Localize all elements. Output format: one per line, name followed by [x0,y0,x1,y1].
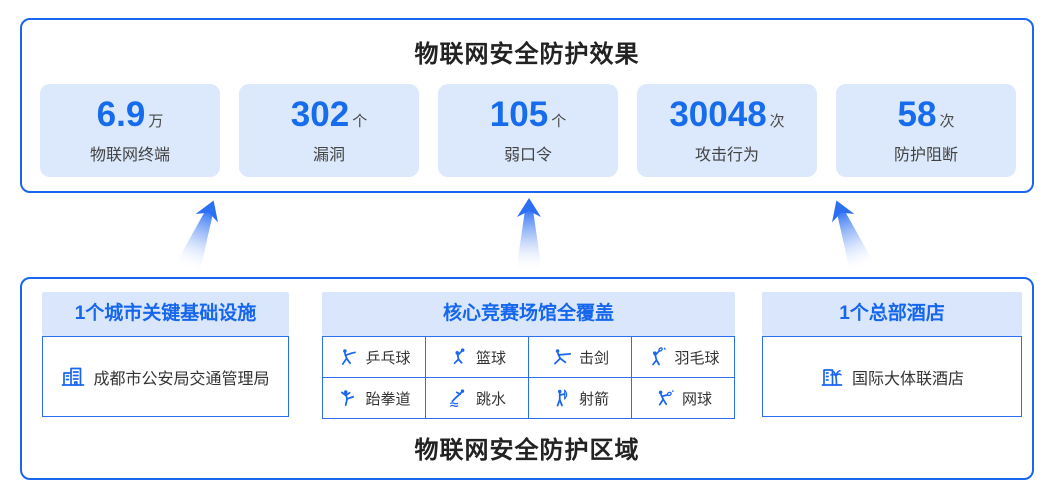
infrastructure-card: 1个城市关键基础设施 成都市公安局交通管理局 [42,292,289,417]
stat-card-blocks: 58 次 防护阻断 [836,84,1016,177]
hotel-card-body: 国际大体联酒店 [762,336,1022,417]
stat-value: 105 [489,94,549,134]
venue-cell-badminton: 羽毛球 [632,337,735,378]
table-tennis-icon [342,348,357,365]
venue-cell-taekwondo: 跆拳道 [323,378,426,419]
hotel-icon [821,368,843,386]
tennis-icon [658,389,674,405]
stats-row: 6.9 万 物联网终端 302 个 漏洞 105 个 弱口令 [40,84,1016,177]
up-arrow-middle-icon [516,198,542,272]
venue-label: 羽毛球 [674,349,720,367]
stat-value-row: 58 次 [898,97,955,132]
venues-card-header: 核心竞赛场馆全覆盖 [322,292,735,336]
stat-label: 防护阻断 [893,146,958,164]
stat-value-row: 6.9 万 [97,97,164,132]
stat-value-row: 302 个 [291,97,367,132]
hotel-card: 1个总部酒店 国际大体联酒店 [762,292,1022,417]
stat-label: 弱口令 [503,146,552,164]
hotel-site-label: 国际大体联酒店 [851,370,964,388]
fencing-icon [554,348,572,364]
up-arrow-left-icon [174,200,219,275]
stat-label: 攻击行为 [694,146,759,164]
stat-value-row: 30048 次 [669,97,784,132]
zone-panel-title: 物联网安全防护区域 [414,437,640,464]
basketball-icon [453,347,465,364]
effect-panel-title: 物联网安全防护效果 [414,41,640,68]
venue-cell-table-tennis: 乒乓球 [323,337,426,378]
venue-label: 篮球 [475,349,506,367]
protection-zone-panel: 1个城市关键基础设施 成都市公安局交通管理局 核心竞赛场馆全覆盖 [20,277,1034,480]
venue-label: 乒乓球 [365,349,411,367]
stat-value: 302 [290,94,350,134]
hotel-card-header: 1个总部酒店 [762,292,1022,336]
government-building-icon [62,367,85,386]
diving-icon [449,388,465,407]
badminton-icon [652,346,667,365]
venue-label: 跳水 [475,390,506,408]
venue-label: 跆拳道 [365,390,411,408]
venues-card: 核心竞赛场馆全覆盖 乒乓球 [322,292,735,419]
infrastructure-card-body: 成都市公安局交通管理局 [42,336,289,417]
stat-card-iot-terminals: 6.9 万 物联网终端 [40,84,220,177]
stat-card-weak-passwords: 105 个 弱口令 [438,84,618,177]
stat-unit: 万 [148,112,164,130]
venue-label: 网球 [681,390,712,408]
up-arrow-right-icon [831,200,876,275]
stat-unit: 个 [352,112,368,130]
venue-label: 击剑 [578,349,609,367]
stat-value: 58 [897,94,937,134]
stat-card-attacks: 30048 次 攻击行为 [637,84,817,177]
venue-cell-basketball: 篮球 [426,337,529,378]
stat-value-row: 105 个 [490,97,566,132]
stat-unit: 个 [551,112,567,130]
venue-cell-tennis: 网球 [632,378,735,419]
stat-value: 30048 [669,94,767,134]
taekwondo-icon [341,389,355,406]
venue-label: 射箭 [578,390,609,408]
venue-cell-diving: 跳水 [426,378,529,419]
archery-icon [556,389,568,406]
infrastructure-card-header: 1个城市关键基础设施 [42,292,289,336]
stat-card-vulnerabilities: 302 个 漏洞 [239,84,419,177]
protection-effect-panel: 物联网安全防护效果 6.9 万 物联网终端 302 个 漏洞 105 个 [20,18,1034,193]
stat-label: 物联网终端 [89,146,170,164]
infrastructure-site-label: 成都市公安局交通管理局 [93,370,270,388]
venue-cell-fencing: 击剑 [529,337,632,378]
venue-cell-archery: 射箭 [529,378,632,419]
stat-value: 6.9 [96,94,146,134]
stat-label: 漏洞 [312,146,345,164]
venues-grid: 乒乓球 篮球 [322,336,735,419]
stat-unit: 次 [939,112,955,130]
stat-unit: 次 [769,112,785,130]
